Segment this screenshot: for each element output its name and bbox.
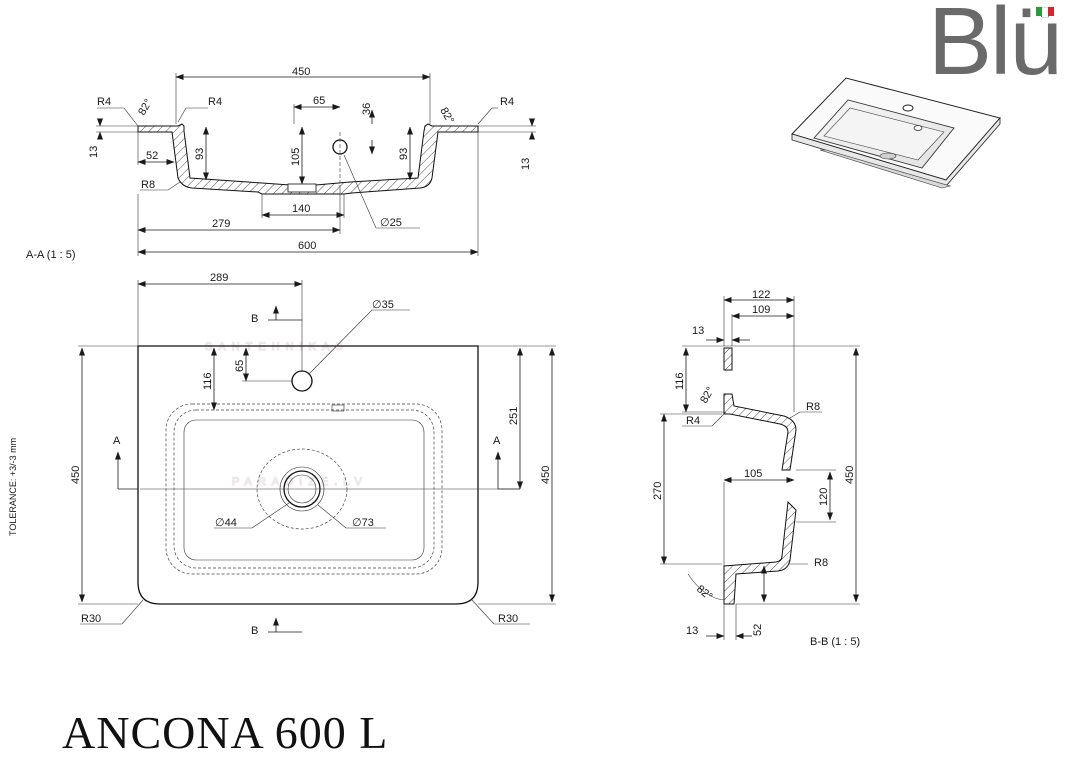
marker-a-left: A bbox=[113, 435, 121, 447]
label-plan-r30-left: R30 bbox=[81, 613, 101, 625]
overflow-slot bbox=[331, 404, 345, 412]
dim-aa-140: 140 bbox=[292, 203, 310, 215]
section-bb-top-stub bbox=[723, 347, 733, 371]
drain-outlet bbox=[287, 183, 317, 193]
dim-aa-93-right: 93 bbox=[398, 148, 410, 160]
dim-aa-36: 36 bbox=[361, 103, 373, 115]
dim-aa-105: 105 bbox=[290, 148, 302, 166]
label-plan-d44: ∅44 bbox=[215, 517, 237, 529]
dim-bb-270: 270 bbox=[652, 482, 664, 500]
product-title: ANCONA 600 L bbox=[62, 707, 389, 758]
section-aa-view: 450 65 36 R4 82° R4 82° R4 13 52 93 bbox=[26, 66, 536, 261]
section-bb-profile-bottom bbox=[723, 500, 797, 605]
flag-red bbox=[1048, 7, 1054, 16]
dim-bb-450: 450 bbox=[844, 466, 856, 484]
section-bb-profile-top bbox=[723, 393, 797, 471]
label-plan-d73: ∅73 bbox=[352, 517, 374, 529]
dim-plan-289: 289 bbox=[210, 272, 228, 284]
dim-bb-109: 109 bbox=[752, 304, 770, 316]
dim-bb-13-top: 13 bbox=[692, 325, 704, 337]
section-bb-label: B-B (1 : 5) bbox=[810, 636, 860, 648]
label-aa-r8: R8 bbox=[141, 179, 155, 191]
dim-aa-279: 279 bbox=[212, 218, 230, 230]
plan-outline bbox=[137, 345, 479, 605]
label-aa-r4-mid: R4 bbox=[208, 96, 222, 108]
marker-b-top: B bbox=[251, 313, 258, 325]
dim-bb-116: 116 bbox=[674, 372, 686, 390]
label-bb-82-bottom: 82° bbox=[694, 583, 714, 603]
label-aa-82-right: 82° bbox=[437, 106, 456, 126]
dim-bb-13-bottom: 13 bbox=[686, 625, 698, 637]
marker-b-bottom: B bbox=[251, 625, 258, 637]
flag-green bbox=[1036, 7, 1042, 16]
label-aa-d25: ∅25 bbox=[380, 217, 402, 229]
label-plan-d35: ∅35 bbox=[372, 299, 394, 311]
section-aa-profile bbox=[137, 123, 479, 195]
flag-white bbox=[1042, 7, 1048, 18]
dim-aa-93-left: 93 bbox=[194, 148, 206, 160]
dim-aa-600: 600 bbox=[298, 240, 316, 252]
label-bb-r8-top: R8 bbox=[806, 401, 820, 413]
label-bb-r4: R4 bbox=[686, 415, 700, 427]
watermark-line-2: PARADIZE.LV bbox=[232, 476, 368, 488]
dim-bb-122: 122 bbox=[752, 289, 770, 301]
dim-aa-52: 52 bbox=[146, 150, 158, 162]
watermark-line-1: SANTEHNIKAS bbox=[205, 341, 349, 353]
section-aa-label: A-A (1 : 5) bbox=[26, 249, 76, 261]
dim-plan-251: 251 bbox=[508, 407, 520, 425]
dim-aa-13-right: 13 bbox=[520, 158, 532, 170]
tolerance-note: TOLERANCE: +3/-3 mm bbox=[8, 438, 18, 536]
dim-aa-65: 65 bbox=[313, 95, 325, 107]
sink-3d-illustration bbox=[791, 77, 1001, 189]
marker-a-right: A bbox=[493, 435, 501, 447]
dim-bb-52: 52 bbox=[752, 624, 764, 636]
label-aa-r4-left: R4 bbox=[97, 96, 111, 108]
dim-plan-116: 116 bbox=[202, 372, 214, 390]
dim-aa-450: 450 bbox=[292, 66, 310, 78]
dim-plan-450-left: 450 bbox=[70, 466, 82, 484]
dim-bb-105: 105 bbox=[744, 468, 762, 480]
dim-plan-65: 65 bbox=[234, 360, 246, 372]
watermark: SANTEHNIKAS PARADIZE.LV bbox=[204, 340, 368, 488]
section-bb-view: 122 109 13 450 116 82° R4 R8 270 105 bbox=[652, 289, 860, 648]
label-bb-r8-bottom: R8 bbox=[814, 557, 828, 569]
basin-rim-inner bbox=[183, 419, 425, 561]
dim-aa-13-left: 13 bbox=[88, 146, 100, 158]
label-bb-82-top: 82° bbox=[698, 385, 717, 405]
dim-plan-450-right: 450 bbox=[540, 466, 552, 484]
plan-view: 289 B B ∅35 116 65 A A 251 bbox=[8, 272, 556, 637]
label-aa-r4-right: R4 bbox=[500, 96, 514, 108]
label-aa-82-left: 82° bbox=[136, 97, 155, 117]
dim-bb-120: 120 bbox=[818, 488, 830, 506]
label-plan-r30-right: R30 bbox=[498, 613, 518, 625]
